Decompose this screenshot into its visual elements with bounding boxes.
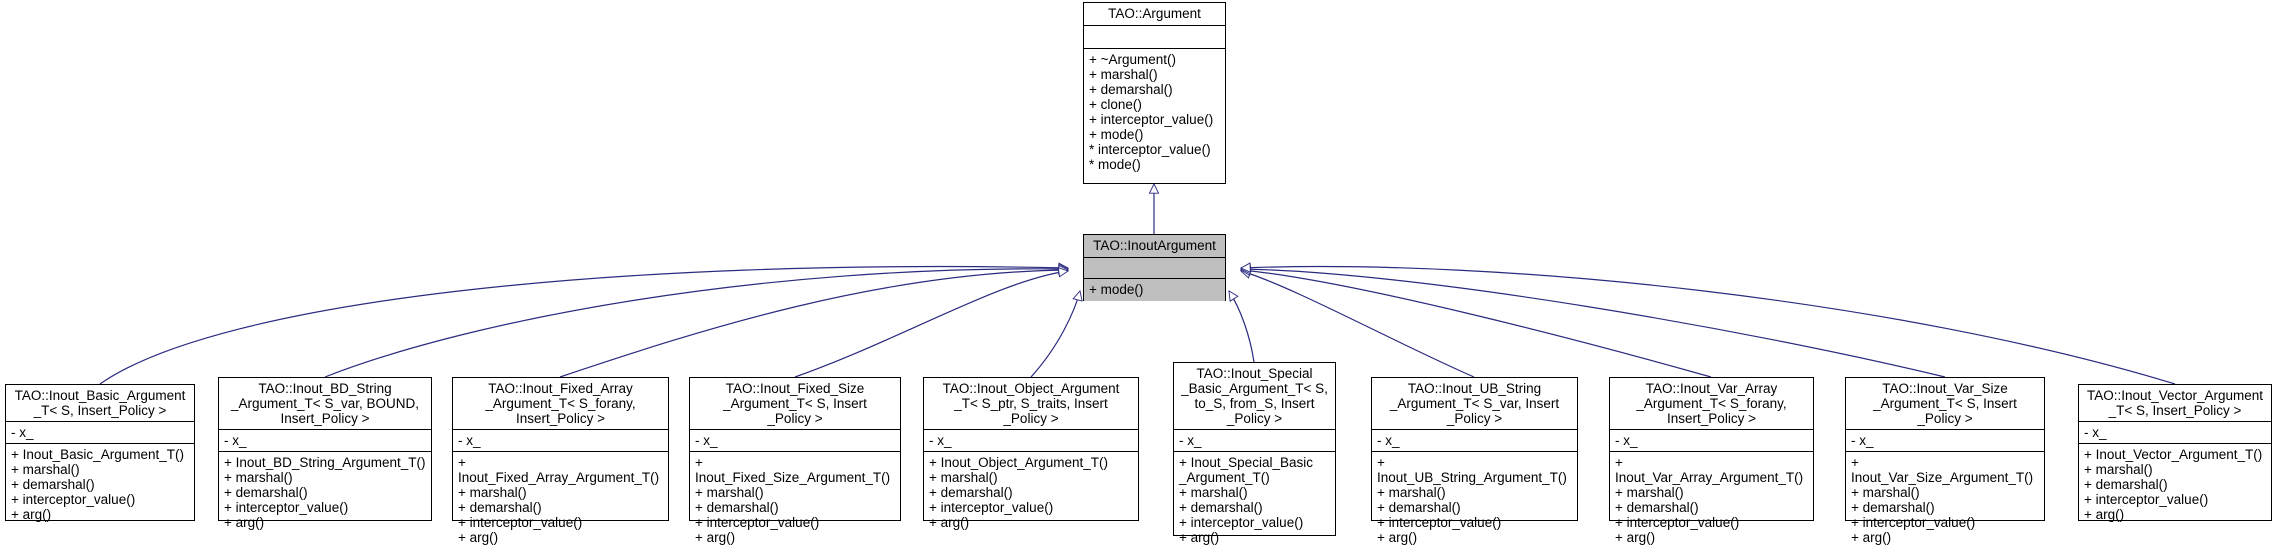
- uml-class-operations: + Inout_Basic_Argument_T() + marshal() +…: [11, 447, 184, 522]
- uml-class-inout-var-size-argument-t[interactable]: TAO::Inout_Var_Size _Argument_T< S, Inse…: [1845, 377, 2045, 545]
- uml-class-title: TAO::Inout_Var_Array _Argument_T< S_fora…: [1610, 378, 1813, 430]
- uml-class-title: TAO::Inout_BD_String _Argument_T< S_var,…: [219, 378, 431, 430]
- uml-class-inout-bd-string-argument-t[interactable]: TAO::Inout_BD_String _Argument_T< S_var,…: [218, 377, 432, 530]
- uml-class-title: TAO::Inout_UB_String _Argument_T< S_var,…: [1372, 378, 1577, 430]
- uml-class-inout-fixed-size-argument-t[interactable]: TAO::Inout_Fixed_Size _Argument_T< S, In…: [689, 377, 901, 545]
- inheritance-edge-inout-var-size-argument-t: [1241, 269, 1946, 378]
- uml-class-attributes: - x_: [1372, 430, 1577, 452]
- uml-class-attributes: - x_: [1846, 430, 2044, 452]
- uml-class-operations: + Inout_Fixed_Array_Argument_T() + marsh…: [458, 455, 660, 545]
- uml-class-inout-vector-argument-t[interactable]: TAO::Inout_Vector_Argument _T< S, Insert…: [2078, 384, 2272, 522]
- uml-class-title: TAO::Inout_Fixed_Size _Argument_T< S, In…: [690, 378, 900, 430]
- uml-class-inout-special-basic-argument-t[interactable]: TAO::Inout_Special _Basic_Argument_T< S,…: [1173, 362, 1336, 545]
- uml-class-inout-var-array-argument-t[interactable]: TAO::Inout_Var_Array _Argument_T< S_fora…: [1609, 377, 1814, 545]
- uml-class-operations: + ~Argument() + marshal() + demarshal() …: [1089, 52, 1214, 172]
- inheritance-edge-inout-vector-argument-t: [1241, 267, 2176, 385]
- uml-class-attributes: - x_: [1610, 430, 1813, 452]
- uml-class-title: TAO::Inout_Var_Size _Argument_T< S, Inse…: [1846, 378, 2044, 430]
- uml-class-operations: + Inout_Object_Argument_T() + marshal() …: [929, 455, 1108, 530]
- uml-class-tao-argument[interactable]: TAO::Argument+ ~Argument() + marshal() +…: [1083, 2, 1226, 184]
- uml-class-title: TAO::Inout_Basic_Argument _T< S, Insert_…: [6, 385, 194, 422]
- uml-class-operations: + Inout_Var_Array_Argument_T() + marshal…: [1615, 455, 1804, 545]
- inheritance-edge-inout-fixed-size-argument-t: [794, 271, 1068, 378]
- uml-class-inout-fixed-array-argument-t[interactable]: TAO::Inout_Fixed_Array _Argument_T< S_fo…: [452, 377, 669, 545]
- uml-class-title: TAO::InoutArgument: [1084, 235, 1225, 258]
- uml-class-operations: + Inout_BD_String_Argument_T() + marshal…: [224, 455, 426, 530]
- inheritance-edge-inout-basic-argument-t: [99, 267, 1068, 385]
- uml-class-inout-ub-string-argument-t[interactable]: TAO::Inout_UB_String _Argument_T< S_var,…: [1371, 377, 1578, 545]
- uml-class-title: TAO::Inout_Vector_Argument _T< S, Insert…: [2079, 385, 2271, 422]
- uml-class-inout-basic-argument-t[interactable]: TAO::Inout_Basic_Argument _T< S, Insert_…: [5, 384, 195, 522]
- uml-class-operations: + Inout_Fixed_Size_Argument_T() + marsha…: [695, 455, 891, 545]
- uml-class-operations: + mode(): [1084, 279, 1225, 301]
- uml-class-attributes: [1084, 258, 1225, 279]
- uml-class-title: TAO::Inout_Fixed_Array _Argument_T< S_fo…: [453, 378, 668, 430]
- inheritance-edge-inout-special-basic-argument-t: [1229, 291, 1255, 363]
- uml-class-tao-inoutargument[interactable]: TAO::InoutArgument+ mode(): [1083, 234, 1226, 301]
- uml-class-attributes: - x_: [690, 430, 900, 452]
- uml-class-attributes: - x_: [6, 422, 194, 444]
- uml-class-title: TAO::Argument: [1084, 3, 1225, 26]
- uml-class-attributes: - x_: [1174, 430, 1335, 452]
- uml-class-operations: + Inout_UB_String_Argument_T() + marshal…: [1377, 455, 1567, 545]
- uml-class-attributes: - x_: [924, 430, 1138, 452]
- uml-class-attributes: - x_: [2079, 422, 2271, 444]
- uml-class-attributes: [1084, 26, 1225, 49]
- uml-class-title: TAO::Inout_Object_Argument _T< S_ptr, S_…: [924, 378, 1138, 430]
- uml-class-operations: + Inout_Special_Basic _Argument_T() + ma…: [1179, 455, 1313, 545]
- inheritance-edge-inout-bd-string-argument-t: [324, 269, 1068, 378]
- uml-class-title: TAO::Inout_Special _Basic_Argument_T< S,…: [1174, 363, 1335, 430]
- uml-class-attributes: - x_: [453, 430, 668, 452]
- inheritance-edge-inout-object-argument-t: [1030, 291, 1080, 378]
- inheritance-edge-inout-fixed-array-argument-t: [559, 270, 1068, 378]
- uml-class-operations: + Inout_Var_Size_Argument_T() + marshal(…: [1851, 455, 2034, 545]
- inheritance-edge-inout-var-array-argument-t: [1241, 270, 1712, 378]
- uml-class-operations: + Inout_Vector_Argument_T() + marshal() …: [2084, 447, 2263, 522]
- uml-class-attributes: - x_: [219, 430, 431, 452]
- uml-class-inout-object-argument-t[interactable]: TAO::Inout_Object_Argument _T< S_ptr, S_…: [923, 377, 1139, 530]
